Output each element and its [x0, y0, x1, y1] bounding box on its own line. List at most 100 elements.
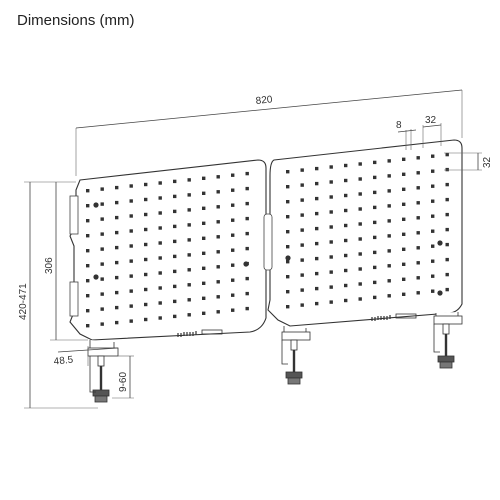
right-label-slot [395, 313, 417, 319]
perforation-hole [216, 265, 220, 269]
perforation-hole [158, 181, 162, 185]
perforation-hole [187, 193, 191, 197]
perforation-hole [286, 275, 290, 279]
perforation-hole [416, 276, 420, 280]
perforation-hole [144, 257, 148, 262]
perforation-hole [416, 261, 420, 265]
perforation-hole [329, 255, 333, 259]
right-vent-slots [371, 315, 391, 321]
perforation-hole [431, 259, 435, 263]
perforation-hole [231, 293, 235, 297]
dim-panel-height: 306 [44, 181, 88, 341]
perforation-hole [187, 313, 191, 317]
perforation-hole [416, 216, 420, 220]
perforation-hole [129, 214, 133, 218]
perforation-hole [300, 198, 304, 202]
perforation-hole [416, 156, 420, 160]
perforation-hole [100, 322, 104, 326]
left-panel [69, 159, 267, 341]
perforation-hole [115, 260, 119, 265]
perforation-hole [245, 201, 249, 206]
perforation-hole [300, 288, 304, 292]
perforation-hole [86, 309, 90, 313]
perforation-hole [231, 233, 235, 237]
perforation-hole [202, 296, 206, 300]
perforation-hole [245, 186, 249, 191]
left-edge-bracket-bottom [69, 281, 79, 317]
perforation-hole [216, 205, 220, 209]
overall-height-label: 420-471 [18, 283, 29, 320]
perforation-hole [173, 284, 177, 289]
perforation-hole [100, 307, 104, 311]
perforation-hole [329, 165, 333, 169]
perforation-hole [358, 237, 362, 241]
perforation-hole [315, 241, 319, 246]
perforation-hole [358, 207, 362, 211]
perforation-hole [202, 266, 206, 270]
perforation-hole [300, 168, 304, 172]
perforation-hole [431, 184, 435, 188]
perforation-hole [315, 286, 319, 291]
perforation-hole [245, 276, 249, 281]
perforation-hole [202, 311, 206, 315]
perforation-hole [431, 169, 435, 173]
perforation-hole [173, 269, 177, 274]
total-width-label: 820 [255, 94, 273, 107]
perforation-hole [129, 244, 133, 248]
perforation-hole [344, 178, 348, 183]
perforation-hole [187, 223, 191, 227]
perforation-hole [445, 272, 449, 277]
perforation-hole [100, 262, 104, 266]
clamp-offset-label: 48.5 [53, 355, 74, 368]
perforation-hole [315, 211, 319, 216]
perforation-hole [86, 219, 90, 223]
panel-height-label: 306 [44, 257, 55, 274]
perforation-hole [231, 218, 235, 222]
perforation-hole [158, 316, 162, 320]
perforation-hole [445, 197, 449, 202]
perforation-hole [129, 184, 133, 188]
perforation-hole [358, 282, 362, 286]
perforation-hole [300, 273, 304, 277]
perforation-hole [445, 182, 449, 187]
perforation-hole [86, 264, 90, 268]
perforation-hole [216, 280, 220, 284]
perforation-hole [173, 224, 177, 229]
perforation-hole [216, 190, 220, 194]
perforation-hole [158, 226, 162, 230]
perforation-hole [358, 177, 362, 181]
perforation-hole [358, 162, 362, 166]
perforation-hole [402, 217, 406, 221]
perforation-hole [445, 257, 449, 262]
dim-hole-width: 8 [396, 120, 417, 150]
perforation-hole [431, 214, 435, 218]
perforation-hole [402, 247, 406, 251]
perforation-hole [431, 154, 435, 158]
perforation-hole [402, 172, 406, 176]
perforation-hole [387, 279, 391, 283]
perforation-hole [187, 298, 191, 302]
perforation-hole [445, 212, 449, 217]
right-panel-screw-b [437, 290, 443, 296]
perforation-hole [431, 229, 435, 233]
perforation-hole [144, 317, 148, 322]
perforation-hole [158, 286, 162, 290]
perforation-hole [315, 301, 319, 306]
perforation-hole [129, 289, 133, 293]
perforation-hole [216, 295, 220, 299]
perforation-hole [315, 256, 319, 261]
perforation-hole [344, 238, 348, 243]
perforation-hole [416, 231, 420, 235]
perforation-hole [202, 191, 206, 195]
left-edge-bracket-top [69, 195, 79, 235]
hole-width-label: 8 [396, 120, 402, 131]
perforation-hole [329, 270, 333, 274]
perforation-hole [245, 306, 249, 311]
perforation-hole [86, 204, 90, 208]
perforation-hole [158, 256, 162, 260]
perforation-hole [202, 251, 206, 255]
perforation-hole [373, 265, 377, 270]
perforation-hole [387, 264, 391, 268]
left-clamp [87, 340, 119, 403]
